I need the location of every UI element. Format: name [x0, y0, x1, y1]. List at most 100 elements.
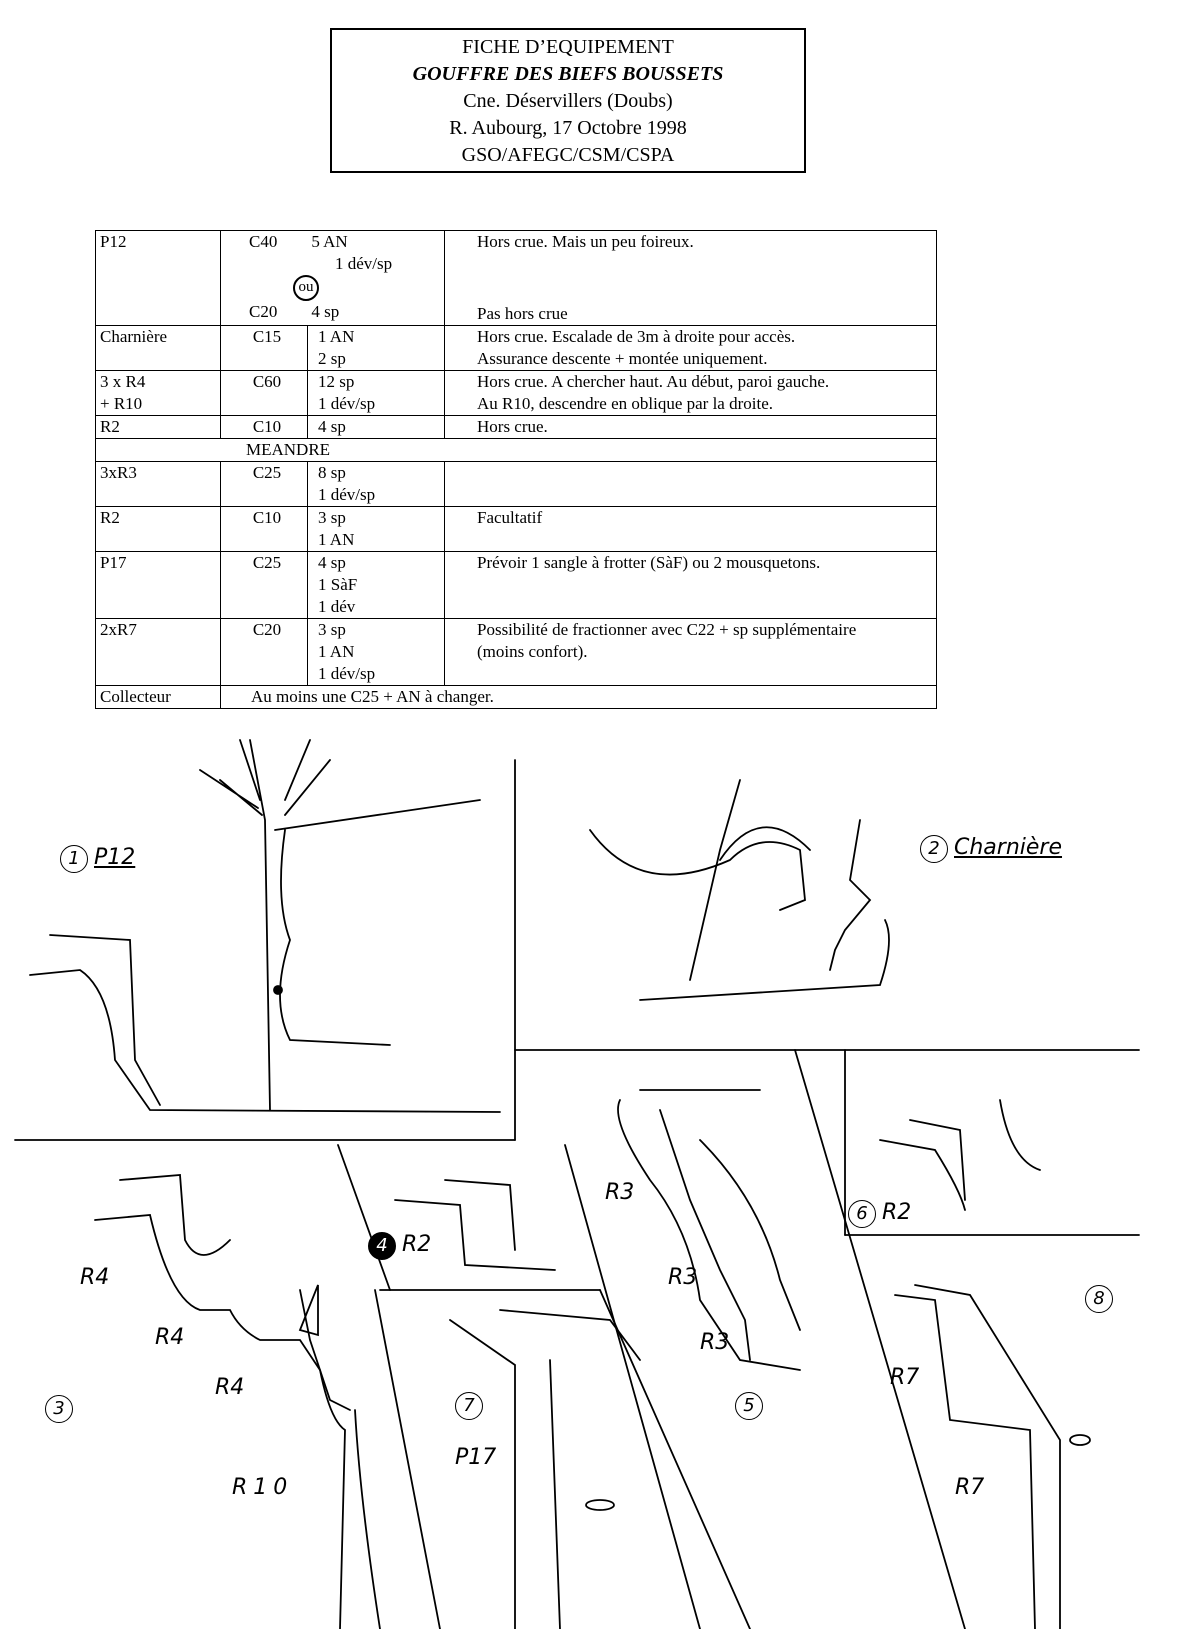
obstacle: Charnière: [100, 327, 168, 346]
notes-cell: Prévoir 1 sangle à frotter (SàF) ou 2 mo…: [444, 551, 937, 619]
notes-cell: Hors crue. A chercher haut. Au début, pa…: [444, 370, 937, 416]
label-r4: R4: [155, 1325, 185, 1350]
sketch-number-3: 3: [45, 1395, 79, 1423]
gear-cell: 3 sp 1 AN: [307, 506, 445, 552]
gear: 1 AN: [318, 530, 355, 549]
note: Assurance descente + montée uniquement.: [477, 349, 768, 368]
notes-cell: Hors crue.: [444, 415, 937, 439]
commune: Cne. Déservillers (Doubs): [463, 90, 673, 112]
gear: 1 dév/sp: [318, 394, 376, 413]
label-r7: R7: [890, 1365, 920, 1390]
rope-gear-cell: C40 5 AN 1 dév/sp ou C20 4 sp: [220, 230, 445, 326]
rope: C40: [249, 232, 278, 251]
sheet-type: FICHE D’EQUIPEMENT: [462, 36, 674, 58]
notes-cell: Hors crue. Mais un peu foireux. Pas hors…: [444, 230, 937, 326]
sketch-number: 6: [848, 1200, 876, 1228]
label-r10: R10: [232, 1475, 294, 1500]
label-r4: R4: [215, 1375, 245, 1400]
obstacle-cell: P12: [95, 230, 221, 326]
label: Charnière: [954, 835, 1063, 860]
sketch-number-8: 8: [1085, 1285, 1119, 1313]
label-r3: R3: [605, 1180, 635, 1205]
sketch-number: 5: [735, 1392, 763, 1420]
rope-cell: C25: [220, 461, 308, 507]
or-marker: ou: [293, 275, 319, 301]
gear-cell: 12 sp 1 dév/sp: [307, 370, 445, 416]
rope: C20: [249, 302, 278, 321]
gear: 1 dév: [318, 597, 356, 616]
gear: 1 dév/sp: [318, 485, 376, 504]
notes-cell: Facultatif: [444, 506, 937, 552]
sketch-r2-b: [879, 1099, 1041, 1211]
obstacle-cell: R2: [95, 506, 221, 552]
gear: 5 AN: [311, 232, 348, 251]
gear: 1 AN: [318, 642, 355, 661]
sketch-r4-r10: [94, 1174, 381, 1629]
gear: 1 AN: [318, 327, 355, 346]
sketch-number: 1: [60, 845, 88, 873]
rope-cell: C10: [220, 506, 308, 552]
sketch-number: 4: [368, 1232, 396, 1260]
gear: 1 dév/sp: [335, 254, 393, 273]
rope-cell: C20: [220, 618, 308, 686]
sketch-number-5: 5: [735, 1392, 769, 1420]
table-row: P12 C40 5 AN 1 dév/sp ou C20 4 sp Hors cru…: [95, 230, 937, 326]
cave-name: GOUFFRE DES BIEFS BOUSSETS: [412, 63, 724, 85]
table-row: Collecteur Au moins une C25 + AN à chang…: [95, 685, 937, 709]
rope-cell: C10: [220, 415, 308, 439]
clubs: GSO/AFEGC/CSM/CSPA: [461, 144, 675, 166]
sketch-p17: [449, 1309, 641, 1629]
notes-cell: Au moins une C25 + AN à changer.: [220, 685, 937, 709]
label: P12: [94, 845, 136, 870]
note: Hors crue. A chercher haut. Au début, pa…: [477, 372, 830, 391]
sketch-number: 7: [455, 1392, 483, 1420]
table-row: R2 C10 4 sp Hors crue.: [95, 415, 937, 439]
gear: 3 sp: [318, 620, 346, 639]
obstacle-cell: 3 x R4 + R10: [95, 370, 221, 416]
gear: 1 SàF: [318, 575, 358, 594]
note: Hors crue. Mais un peu foireux.: [477, 232, 694, 251]
sketch-r7: [894, 1284, 1091, 1629]
obstacle-cell: Collecteur: [95, 685, 221, 709]
gear: 4 sp: [318, 553, 346, 572]
sketch-p12: [29, 739, 501, 1113]
sketch-number-7: 7: [455, 1392, 489, 1420]
table-row: R2 C10 3 sp 1 AN Facultatif: [95, 506, 937, 552]
equipment-table: P12 C40 5 AN 1 dév/sp ou C20 4 sp Hors cru…: [95, 230, 937, 709]
gear: 12 sp: [318, 372, 355, 391]
rope-cell: C25: [220, 551, 308, 619]
label-r3: R3: [668, 1265, 698, 1290]
obstacle-cell: Charnière: [95, 325, 221, 371]
sketch-number: 3: [45, 1395, 73, 1423]
note: Possibilité de fractionner avec C22 + sp…: [477, 620, 857, 639]
gear: 3 sp: [318, 508, 346, 527]
panel-dividers: [14, 759, 1140, 1629]
label-r3: R3: [700, 1330, 730, 1355]
note: (moins confort).: [477, 642, 588, 661]
note: Hors crue. Escalade de 3m à droite pour …: [477, 327, 796, 346]
sketch-charniere: [589, 779, 890, 1001]
obstacle: 3 x R4: [100, 372, 146, 391]
obstacle-cell: 3xR3: [95, 461, 221, 507]
obstacle-cell: 2xR7: [95, 618, 221, 686]
gear: 1 dév/sp: [318, 664, 376, 683]
label-r7: R7: [955, 1475, 985, 1500]
title-box: FICHE D’EQUIPEMENT GOUFFRE DES BIEFS BOU…: [330, 28, 806, 173]
label-r4: R4: [80, 1265, 110, 1290]
sketch-number: 8: [1085, 1285, 1113, 1313]
label-p17: P17: [455, 1445, 497, 1470]
note: Pas hors crue: [477, 304, 568, 323]
obstacle: + R10: [100, 394, 143, 413]
gear: 4 sp: [311, 302, 340, 321]
sketch-number: 2: [920, 835, 948, 863]
